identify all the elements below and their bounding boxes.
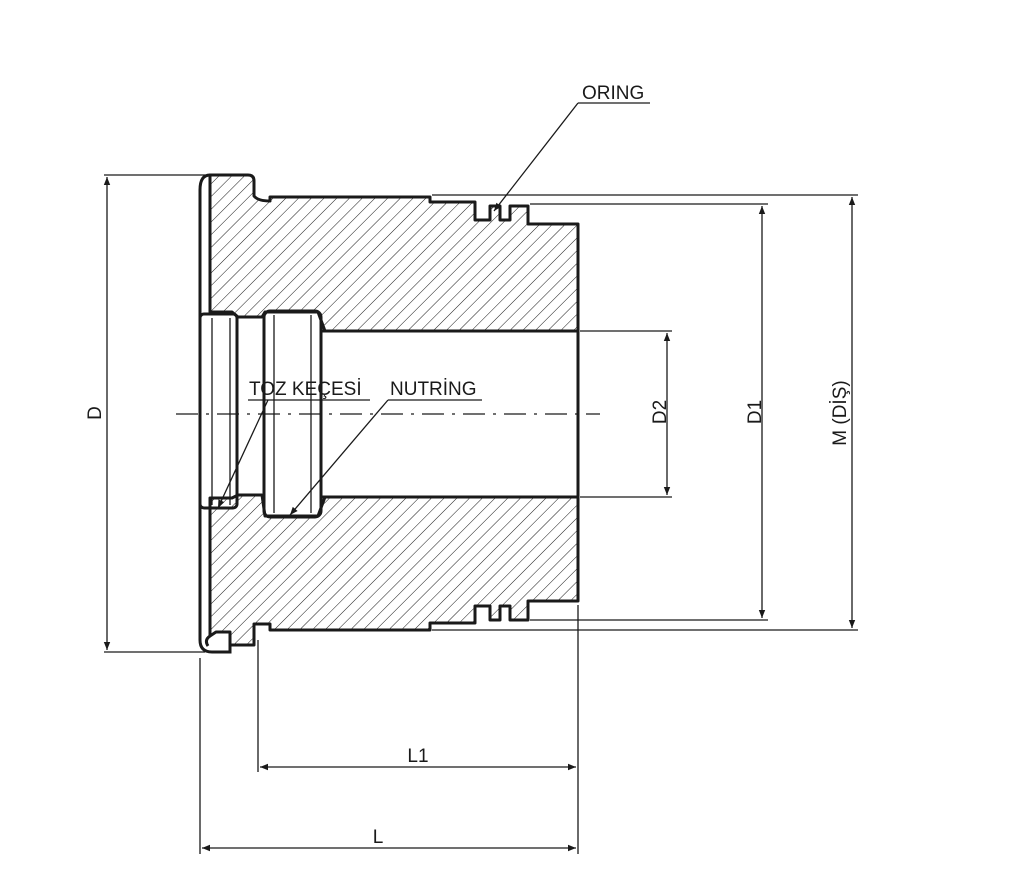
upper-section: [208, 173, 580, 333]
dim-d1-label: D1: [745, 400, 766, 424]
toz-kecesi-label: TOZ KEÇESİ: [249, 379, 362, 400]
nutring-label: NUTRİNG: [390, 379, 477, 400]
oring-label: ORING: [582, 83, 644, 104]
dim-d-label: D: [85, 406, 106, 420]
dim-l1-label: L1: [407, 746, 428, 767]
flange-edge: [198, 173, 232, 654]
oring-leader: [493, 102, 579, 212]
dim-m-label: M (DİŞ): [830, 380, 851, 445]
dim-d2-label: D2: [650, 400, 671, 424]
dim-l-label: L: [373, 827, 384, 848]
lower-section: [208, 493, 580, 647]
flange-chamfer: [204, 634, 211, 647]
nutring-leader: [289, 399, 389, 516]
toz-kecesi-leader: [217, 399, 269, 509]
